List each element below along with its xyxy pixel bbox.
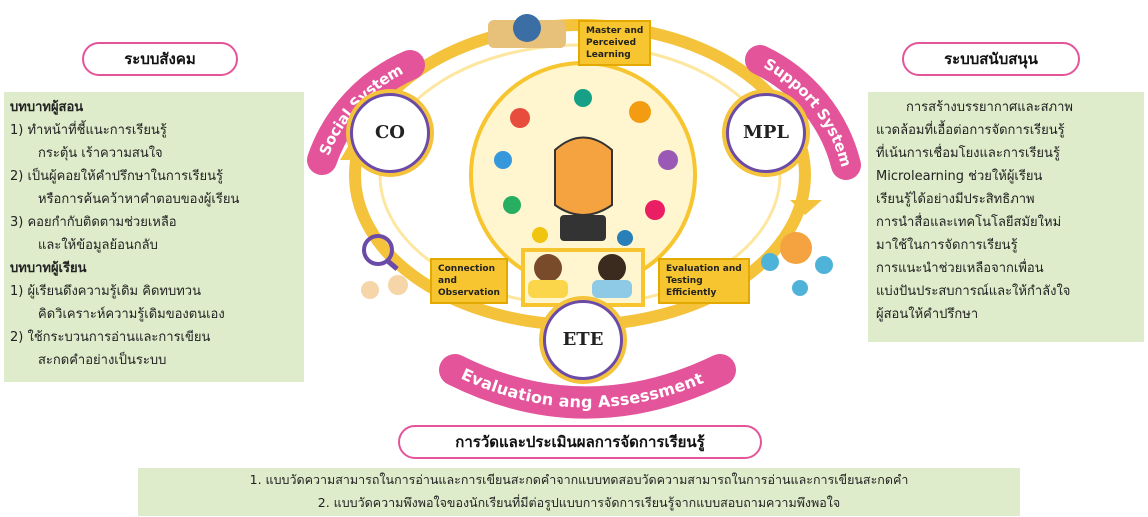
social-system-arc: [307, 50, 425, 175]
support-line: แบ่งปันประสบการณ์และให้กำลังใจ: [876, 284, 1071, 299]
teacher-item: 2) เป็นผู้คอยให้คำปรึกษาในการเรียนรู้: [10, 169, 223, 184]
arrow-right-icon: [790, 200, 822, 215]
support-line: เรียนรู้ได้อย่างมีประสิทธิภาพ: [876, 192, 1035, 207]
assessment-line: 1. แบบวัดความสามารถในการอ่านและการเขียนส…: [249, 472, 909, 487]
support-line: การนำสื่อและเทคโนโลยีสมัยใหม่: [876, 215, 1062, 230]
assessment-line: 2. แบบวัดความพึงพอใจของนักเรียนที่มีต่อร…: [317, 495, 841, 510]
ete-label: ETE: [562, 329, 604, 350]
assessment-panel: 1. แบบวัดความสามารถในการอ่านและการเขียนส…: [138, 468, 1020, 516]
teacher-item: กระตุ้น เร้าความสนใจ: [38, 146, 163, 161]
student-item: 1) ผู้เรียนดึงความรู้เดิม คิดทบทวน: [10, 284, 201, 299]
teacher-item: 1) ทำหน้าที่ชี้แนะการเรียนรู้: [10, 123, 167, 138]
left-title: ระบบสังคม: [82, 42, 238, 76]
connection-label: Connection and Observation: [430, 258, 508, 304]
tech-brain-icon: [780, 232, 812, 264]
support-line: การแนะนำช่วยเหลือจากเพื่อน: [876, 261, 1044, 276]
student-item: 2) ใช้กระบวนการอ่านและการเขียน: [10, 330, 211, 345]
support-system-arc: [745, 45, 861, 180]
master-label: Master and Perceived Learning: [578, 20, 652, 66]
brain-head-icon: [554, 136, 613, 216]
evaluation-arc: [439, 354, 736, 419]
student-boy-icon: [598, 254, 626, 282]
social-system-panel: บทบาทผู้สอน 1) ทำหน้าที่ชี้แนะการเรียนรู…: [4, 92, 304, 382]
co-label: CO: [374, 122, 405, 143]
right-title: ระบบสนับสนุน: [902, 42, 1080, 76]
support-line: ผู้สอนให้คำปรึกษา: [876, 307, 979, 322]
support-line: ที่เน้นการเชื่อมโยงและการเรียนรู้: [876, 146, 1060, 161]
ete-circle: ETE: [543, 300, 623, 380]
teacher-item: 3) คอยกำกับติดตามช่วยเหลือ: [10, 215, 177, 230]
support-line: มาใช้ในการจัดการเรียนรู้: [876, 238, 1018, 253]
student-item: คิดวิเคราะห์ความรู้เดิมของตนเอง: [38, 307, 225, 322]
co-circle: CO: [350, 93, 430, 173]
teacher-item: หรือการค้นคว้าหาคำตอบของผู้เรียน: [38, 192, 240, 207]
support-line: การสร้างบรรยากาศและสภาพ: [906, 100, 1073, 115]
mpl-circle: MPL: [726, 93, 806, 173]
people-icon: [388, 275, 408, 295]
teacher-heading: บทบาทผู้สอน: [10, 100, 84, 115]
support-line: แวดล้อมที่เอื้อต่อการจัดการเรียนรู้: [876, 123, 1065, 138]
student-girl-icon: [534, 254, 562, 282]
magnifier-icon: [362, 234, 394, 266]
support-system-panel: การสร้างบรรยากาศและสภาพ แวดล้อมที่เอื้อต…: [868, 92, 1144, 342]
student-item: สะกดคำอย่างเป็นระบบ: [38, 353, 167, 368]
mpl-label: MPL: [742, 122, 790, 143]
bottom-title: การวัดและประเมินผลการจัดการเรียนรู้: [398, 425, 762, 459]
student-heading: บทบาทผู้เรียน: [10, 261, 87, 276]
learning-icons-cluster: [494, 89, 678, 246]
evaluation-testing-label: Evaluation and Testing Efficiently: [658, 258, 750, 304]
support-line: Microlearning ช่วยให้ผู้เรียน: [876, 169, 1043, 184]
teacher-item: และให้ข้อมูลย้อนกลับ: [38, 238, 158, 253]
